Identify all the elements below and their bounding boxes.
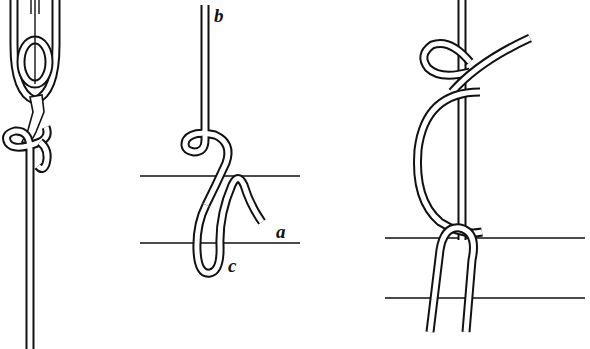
block-hook-figure [7, 0, 56, 349]
callout-letter: b [214, 6, 224, 25]
callout-letter: c [228, 256, 236, 275]
spar-hitch-figure [140, 5, 300, 273]
spar-knot-figure [385, 0, 585, 332]
callout-letter: a [276, 222, 286, 241]
